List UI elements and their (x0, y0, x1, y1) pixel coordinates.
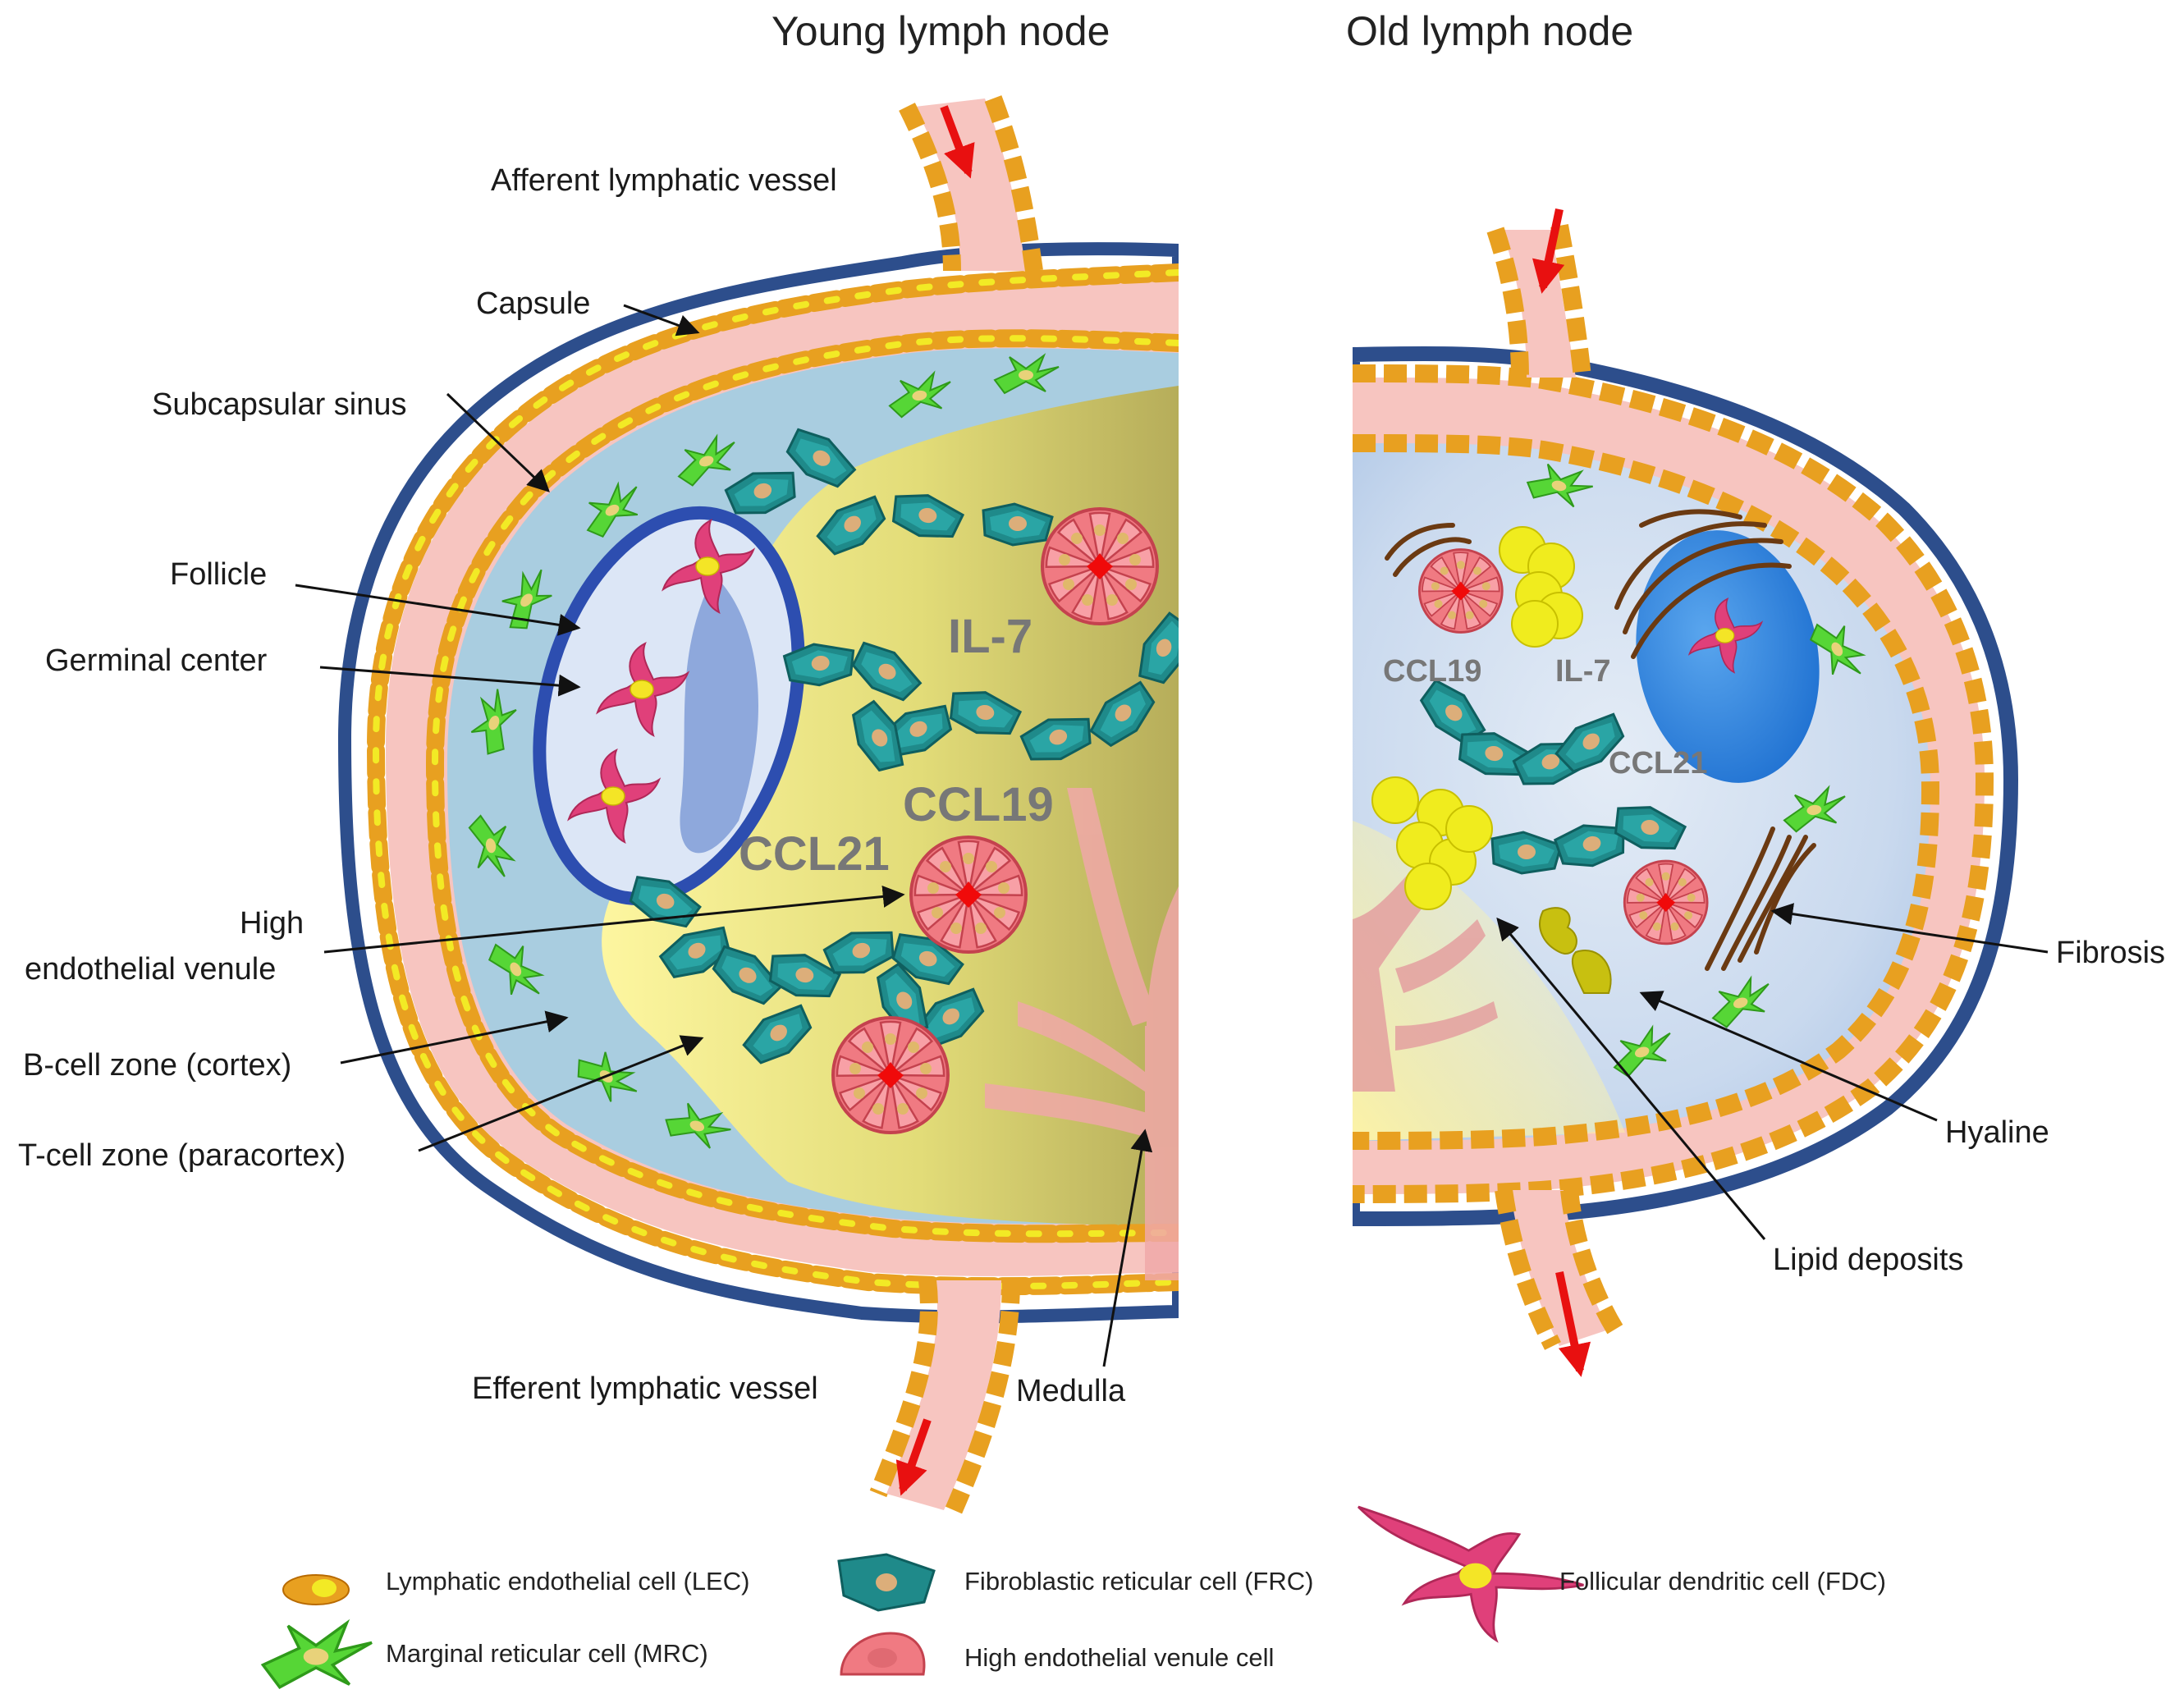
medulla-shape (985, 788, 1179, 1280)
afferent-label: Afferent lymphatic vessel (491, 163, 837, 198)
subcapsular-pointer (446, 392, 550, 492)
lec-icon (282, 1574, 350, 1605)
tcell-pointer (418, 1035, 704, 1152)
old-ccl21-label: CCL21 (1609, 746, 1707, 781)
old-il7-label: IL-7 (1555, 654, 1611, 689)
old-ccl19-label: CCL19 (1383, 654, 1481, 689)
lipid-label: Lipid deposits (1773, 1243, 1963, 1277)
medulla-pointer (1102, 1129, 1153, 1367)
hev-label-line2: endothelial venule (25, 952, 276, 987)
fdc-icon (1358, 1505, 1584, 1643)
young-il7-label: IL-7 (948, 610, 1032, 663)
fibrosis-pointer (1770, 903, 2049, 954)
efferent-flow-arrow (895, 1418, 932, 1496)
old-lymph-node: CCL19 IL-7 CCL21 (1353, 208, 2019, 1377)
legend-lec: Lymphatic endothelial cell (LEC) (386, 1567, 749, 1596)
capsule-pointer (623, 304, 700, 337)
subcapsular-label: Subcapsular sinus (152, 387, 407, 422)
follicle-label: Follicle (170, 557, 267, 592)
legend-hevc: High endothelial venule cell (964, 1643, 1274, 1672)
legend-mrc: Marginal reticular cell (MRC) (386, 1639, 708, 1668)
young-lymph-node: IL-7 CCL19 CCL21 (337, 95, 1179, 1514)
hyaline-pointer (1639, 991, 1938, 1122)
tcell-label: T-cell zone (paracortex) (18, 1138, 346, 1173)
medulla-label: Medulla (1016, 1374, 1126, 1408)
germinal-label: Germinal center (45, 643, 268, 678)
afferent-vessel-shape (915, 98, 1026, 271)
capsule-label: Capsule (476, 286, 590, 321)
germinal-center-shape (680, 575, 758, 854)
legend-frc: Fibroblastic reticular cell (FRC) (964, 1567, 1313, 1596)
hev-pointer (323, 885, 905, 954)
bcell-label: B-cell zone (cortex) (23, 1048, 291, 1083)
frc-icon (837, 1553, 936, 1612)
young-ccl19-label: CCL19 (903, 778, 1054, 831)
legend: Lymphatic endothelial cell (LEC) Fibrobl… (260, 1505, 1886, 1689)
lipid-pointer (1496, 917, 1766, 1240)
hev-cell-icon (840, 1632, 926, 1676)
germinal-pointer (319, 666, 581, 697)
mrc-icon (260, 1618, 373, 1689)
legend-fdc: Follicular dendritic cell (FDC) (1559, 1567, 1886, 1596)
efferent-label: Efferent lymphatic vessel (472, 1371, 818, 1406)
hev-label-line1: High (240, 906, 304, 941)
fibrosis-label: Fibrosis (2056, 936, 2165, 970)
fibrosis-strands (1385, 509, 1816, 971)
hyaline-shapes (1539, 907, 1612, 994)
old-title: Old lymph node (1346, 8, 1633, 54)
hyaline-label: Hyaline (1945, 1115, 2049, 1150)
afferent-flow-arrow (940, 105, 975, 179)
lec-layer-young (366, 263, 1179, 1296)
bcell-pointer (340, 1010, 569, 1064)
young-ccl21-label: CCL21 (739, 827, 890, 881)
young-title: Young lymph node (771, 8, 1110, 54)
follicle-pointer (295, 584, 581, 636)
